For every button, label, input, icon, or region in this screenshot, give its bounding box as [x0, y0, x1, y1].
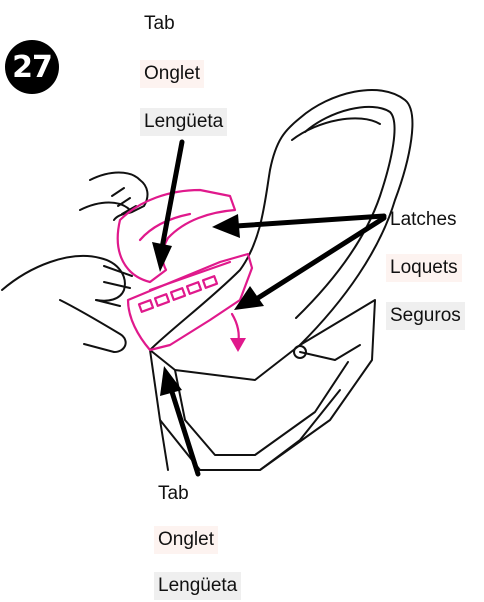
insert-slot-3 [171, 288, 185, 300]
insert-slot-2 [155, 294, 169, 306]
seat-frame-bar [300, 345, 360, 360]
bottom-tab-arrow-line [172, 392, 198, 474]
seat-frame-leg-right [260, 390, 340, 470]
latch-arrow-upper-line [236, 216, 384, 226]
seat-shell-inner [296, 107, 395, 318]
lower-hand [2, 256, 126, 352]
latch-arrow-upper-head [212, 214, 240, 238]
latch-arrow-lower-line [258, 218, 384, 298]
insert-upper-panel [118, 190, 235, 282]
insert-slot-4 [187, 282, 201, 294]
top-tab-arrowhead [152, 242, 172, 272]
upper-hand [80, 173, 147, 221]
insert-slot-1 [139, 300, 153, 312]
insert-slot-5 [203, 276, 217, 288]
seat-base [150, 300, 375, 470]
seat-headrest-edge [292, 118, 380, 140]
insert-motion-arrowhead [230, 338, 246, 352]
